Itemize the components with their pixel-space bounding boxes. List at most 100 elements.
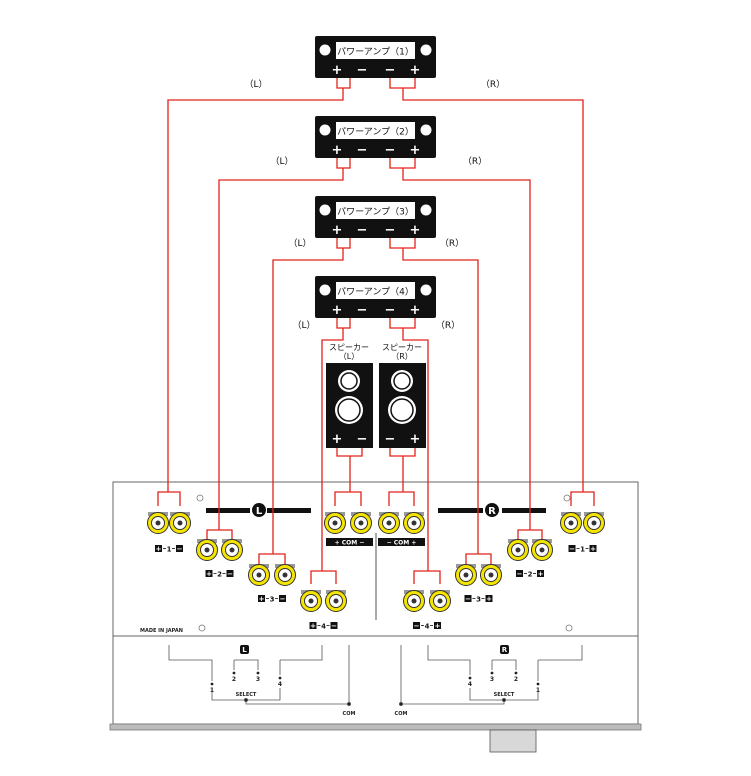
power-amp-2-terminal-4: + xyxy=(410,143,421,158)
chassis-lower-panel xyxy=(112,635,639,725)
power-amp-2-left-label: （L） xyxy=(270,156,293,167)
rca-left-3-minus[interactable] xyxy=(274,564,296,586)
channel-badge-left xyxy=(252,503,266,517)
rca-right-4-minus[interactable] xyxy=(403,590,425,612)
rca-right-2-minus[interactable] xyxy=(507,539,529,561)
right-select-num-2: 2 xyxy=(514,676,518,683)
power-amp-1-left-label: （L） xyxy=(244,79,267,90)
speaker-terminal-1: − xyxy=(385,432,396,447)
power-amp-3-label: パワーアンプ（3） xyxy=(337,207,414,218)
svg-text:+: + xyxy=(538,570,544,578)
rca-left-3-plus[interactable] xyxy=(248,564,270,586)
svg-text:4: 4 xyxy=(321,623,326,631)
left-select-num-2: 2 xyxy=(232,676,236,683)
power-amp-2-terminal-3: − xyxy=(385,143,396,158)
right-select-wires xyxy=(427,645,583,681)
rca-right-3-minus[interactable] xyxy=(455,564,477,586)
right-select-label: SELECT xyxy=(494,692,515,698)
com-right-label: − COM + xyxy=(378,538,425,547)
made-in-label: MADE IN JAPAN xyxy=(140,628,183,634)
left-com-label: COM xyxy=(343,711,356,717)
svg-text:+: + xyxy=(259,595,265,603)
rca-right-3-plus[interactable] xyxy=(480,564,502,586)
power-amp-2-terminal-2: − xyxy=(357,143,368,158)
rca-left-2-plus[interactable] xyxy=(196,539,218,561)
left-select-num-3: 3 xyxy=(256,676,260,683)
rca-right-1-minus[interactable] xyxy=(560,512,582,534)
left-select-wires xyxy=(168,645,323,681)
rca-left-2-minus[interactable] xyxy=(221,539,243,561)
channel-bar-right: R xyxy=(438,503,546,517)
rca-left-4-plus[interactable] xyxy=(300,590,322,612)
select-knob[interactable] xyxy=(489,729,537,753)
power-amp-4-terminal-3: − xyxy=(385,303,396,318)
chassis-base xyxy=(109,723,642,731)
svg-text:+ COM −: + COM − xyxy=(335,540,365,547)
svg-text:−: − xyxy=(414,622,420,630)
power-amp-1-right-label: （R） xyxy=(481,79,505,90)
rca-com-right-minus[interactable] xyxy=(378,512,400,534)
svg-text:−: − xyxy=(517,570,523,578)
svg-text:+: + xyxy=(435,622,441,630)
right-select-num-3: 3 xyxy=(490,676,494,683)
wire-amp3-right xyxy=(389,238,492,565)
power-amp-1: パワーアンプ（1）+−−+ xyxy=(315,36,436,78)
svg-text:−: − xyxy=(465,595,471,603)
power-amp-3-terminal-1: + xyxy=(332,223,343,238)
wire-amp4-left xyxy=(310,318,351,584)
com-left-label: + COM − xyxy=(326,538,373,547)
rca-right-2-plus[interactable] xyxy=(531,539,553,561)
right-com-label: COM xyxy=(395,711,408,717)
svg-text:−: − xyxy=(177,545,183,553)
wire-amp2-right xyxy=(389,158,543,541)
power-amp-1-terminal-1: + xyxy=(332,63,343,78)
wiring xyxy=(157,78,595,584)
svg-text:+: + xyxy=(590,545,596,553)
power-amp-4-right-label: （R） xyxy=(436,320,460,331)
svg-text:R: R xyxy=(502,646,508,654)
power-amp-4-left-label: （L） xyxy=(292,320,315,331)
rca-left-1-minus[interactable] xyxy=(169,512,191,534)
pair-label-left-1: +1− xyxy=(155,545,183,554)
svg-text:+: + xyxy=(206,570,212,578)
right-select-num-1: 1 xyxy=(536,687,540,694)
rca-left-4-minus[interactable] xyxy=(325,590,347,612)
power-amp-1-label: パワーアンプ（1） xyxy=(337,47,414,58)
svg-text:2: 2 xyxy=(217,571,222,579)
svg-text:2: 2 xyxy=(528,571,533,579)
speaker-terminal-2: + xyxy=(410,432,421,447)
power-amp-1-terminal-4: + xyxy=(410,63,421,78)
speaker-terminal-1: + xyxy=(332,432,343,447)
screw-bottom-right xyxy=(565,624,573,632)
channel-badge-right-text: R xyxy=(488,506,496,517)
left-select-num-4: 4 xyxy=(278,681,282,688)
rca-com-left-plus[interactable] xyxy=(324,512,346,534)
pair-label-left-4: +4− xyxy=(309,622,338,631)
rca-left-1-plus[interactable] xyxy=(147,512,169,534)
left-select-num-1: 1 xyxy=(210,687,214,694)
right-select-num-4: 4 xyxy=(468,681,472,688)
power-amp-4-terminal-2: − xyxy=(357,303,368,318)
power-amp-3: パワーアンプ（3）+−−+ xyxy=(315,196,436,238)
power-amp-1-terminal-3: − xyxy=(385,63,396,78)
lower-panel-wiring xyxy=(168,645,583,707)
lower-channel-badge-right xyxy=(500,645,509,654)
rca-right-1-plus[interactable] xyxy=(583,512,605,534)
rca-com-right-plus[interactable] xyxy=(403,512,425,534)
rca-com-left-minus[interactable] xyxy=(350,512,372,534)
wire-amp3-left xyxy=(258,238,351,565)
svg-text:+: + xyxy=(156,545,162,553)
power-amp-3-terminal-4: + xyxy=(410,223,421,238)
amps-layer: パワーアンプ（1）+−−+（L）（R）パワーアンプ（2）+−−+（L）（R）パワ… xyxy=(244,36,505,331)
power-amp-3-right-label: （R） xyxy=(440,238,464,249)
rca-right-4-plus[interactable] xyxy=(429,590,451,612)
speaker-terminal-2: − xyxy=(357,432,368,447)
pair-label-left-3: +3− xyxy=(258,595,286,604)
power-amp-4: パワーアンプ（4）+−−+ xyxy=(315,276,436,318)
svg-text:+: + xyxy=(310,622,316,630)
wire-amp1-left xyxy=(157,78,351,506)
svg-text:−: − xyxy=(280,595,286,603)
power-amp-4-terminal-4: + xyxy=(410,303,421,318)
wire-amp4-right xyxy=(389,318,441,584)
